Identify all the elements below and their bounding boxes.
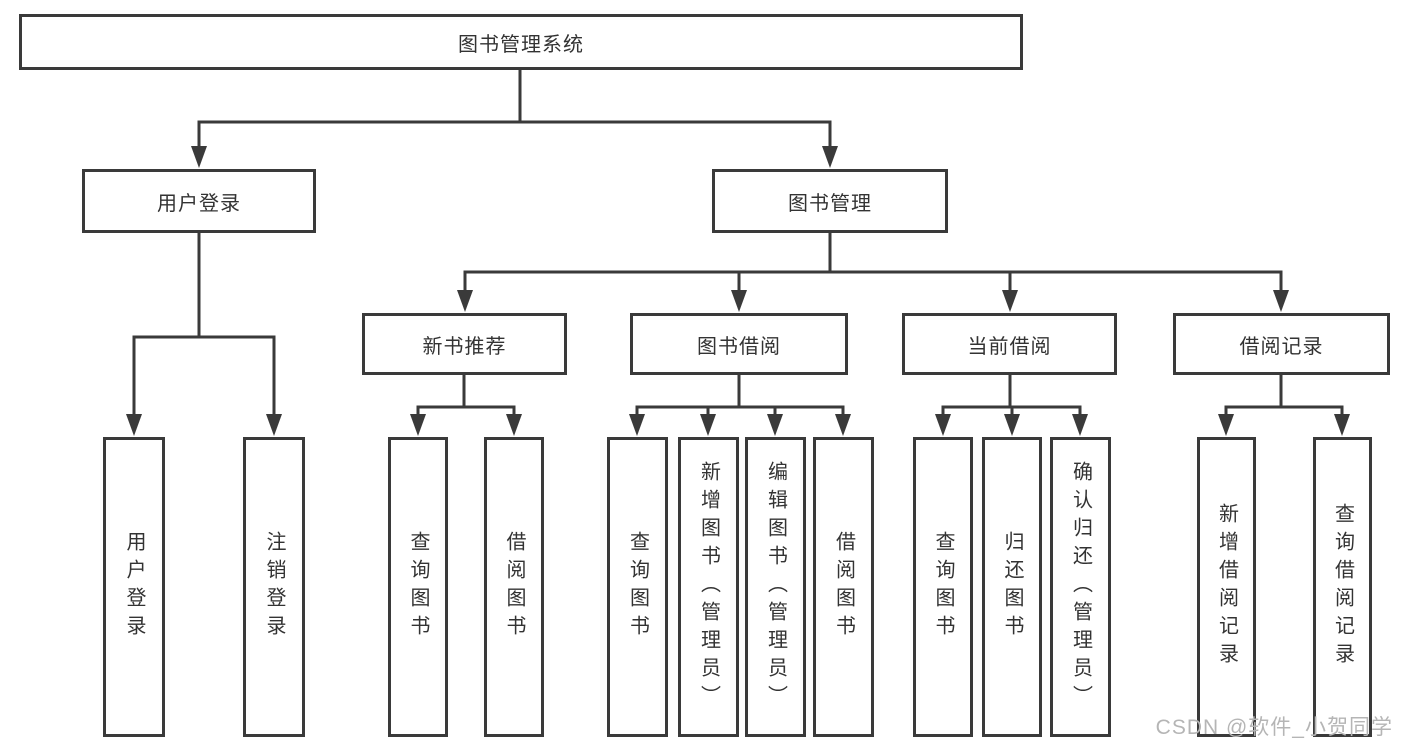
node-new-books-label: 新书推荐 [422,335,507,358]
leaf-borrow-borrow: 借阅图书 [813,437,874,737]
node-book-borrow: 图书借阅 [630,313,848,375]
leaf-newbooks-query: 查询图书 [388,437,448,737]
node-borrow-records: 借阅记录 [1173,313,1390,375]
connector-currentborrow-to-leaves [941,374,1082,420]
connector-root-to-level2 [197,69,832,150]
node-user-login-label: 用户登录 [157,192,241,215]
leaf-borrow-add-label: 新增图书（管理员） [697,461,720,713]
node-root: 图书管理系统 [19,14,1023,70]
leaf-borrow-query-label: 查询图书 [626,531,649,643]
node-book-mgmt-label: 图书管理 [788,192,872,215]
connector-borrowrecords-to-leaves [1224,374,1344,420]
leaf-current-query-label: 查询图书 [932,531,954,643]
connector-bookborrow-to-leaves [635,374,845,420]
leaf-borrow-edit: 编辑图书（管理员） [745,437,806,737]
leaf-borrow-borrow-label: 借阅图书 [832,531,855,643]
leaf-newbooks-query-label: 查询图书 [407,531,429,643]
connector-userlogin-to-leaves [132,232,276,420]
leaf-current-confirm: 确认归还（管理员） [1050,437,1111,737]
leaf-logout: 注销登录 [243,437,305,737]
leaf-logout-label: 注销登录 [263,531,285,643]
connector-newbooks-to-leaves [416,374,516,420]
leaf-borrow-edit-label: 编辑图书（管理员） [764,461,787,713]
connector-bookmgmt-to-level3 [463,232,1283,295]
node-current-borrow: 当前借阅 [902,313,1117,375]
leaf-user-login: 用户登录 [103,437,165,737]
arrowheads [126,146,1350,436]
csdn-watermark: CSDN @软件_小贺同学 [1155,716,1393,739]
node-current-borrow-label: 当前借阅 [967,335,1052,358]
node-book-mgmt: 图书管理 [712,169,948,233]
leaf-borrow-add: 新增图书（管理员） [678,437,739,737]
node-borrow-records-label: 借阅记录 [1239,335,1324,358]
node-book-borrow-label: 图书借阅 [697,335,781,358]
node-user-login: 用户登录 [82,169,316,233]
leaf-records-add-label: 新增借阅记录 [1215,503,1238,671]
leaf-newbooks-borrow: 借阅图书 [484,437,544,737]
node-new-books: 新书推荐 [362,313,567,375]
leaf-current-return: 归还图书 [982,437,1042,737]
leaf-newbooks-borrow-label: 借阅图书 [503,531,525,643]
node-root-label: 图书管理系统 [458,33,584,56]
leaf-user-login-label: 用户登录 [123,531,145,643]
leaf-records-query-label: 查询借阅记录 [1331,503,1354,671]
leaf-current-confirm-label: 确认归还（管理员） [1069,461,1092,713]
leaf-current-query: 查询图书 [913,437,973,737]
leaf-records-add: 新增借阅记录 [1197,437,1256,737]
leaf-current-return-label: 归还图书 [1001,531,1023,643]
leaf-borrow-query: 查询图书 [607,437,668,737]
leaf-records-query: 查询借阅记录 [1313,437,1372,737]
